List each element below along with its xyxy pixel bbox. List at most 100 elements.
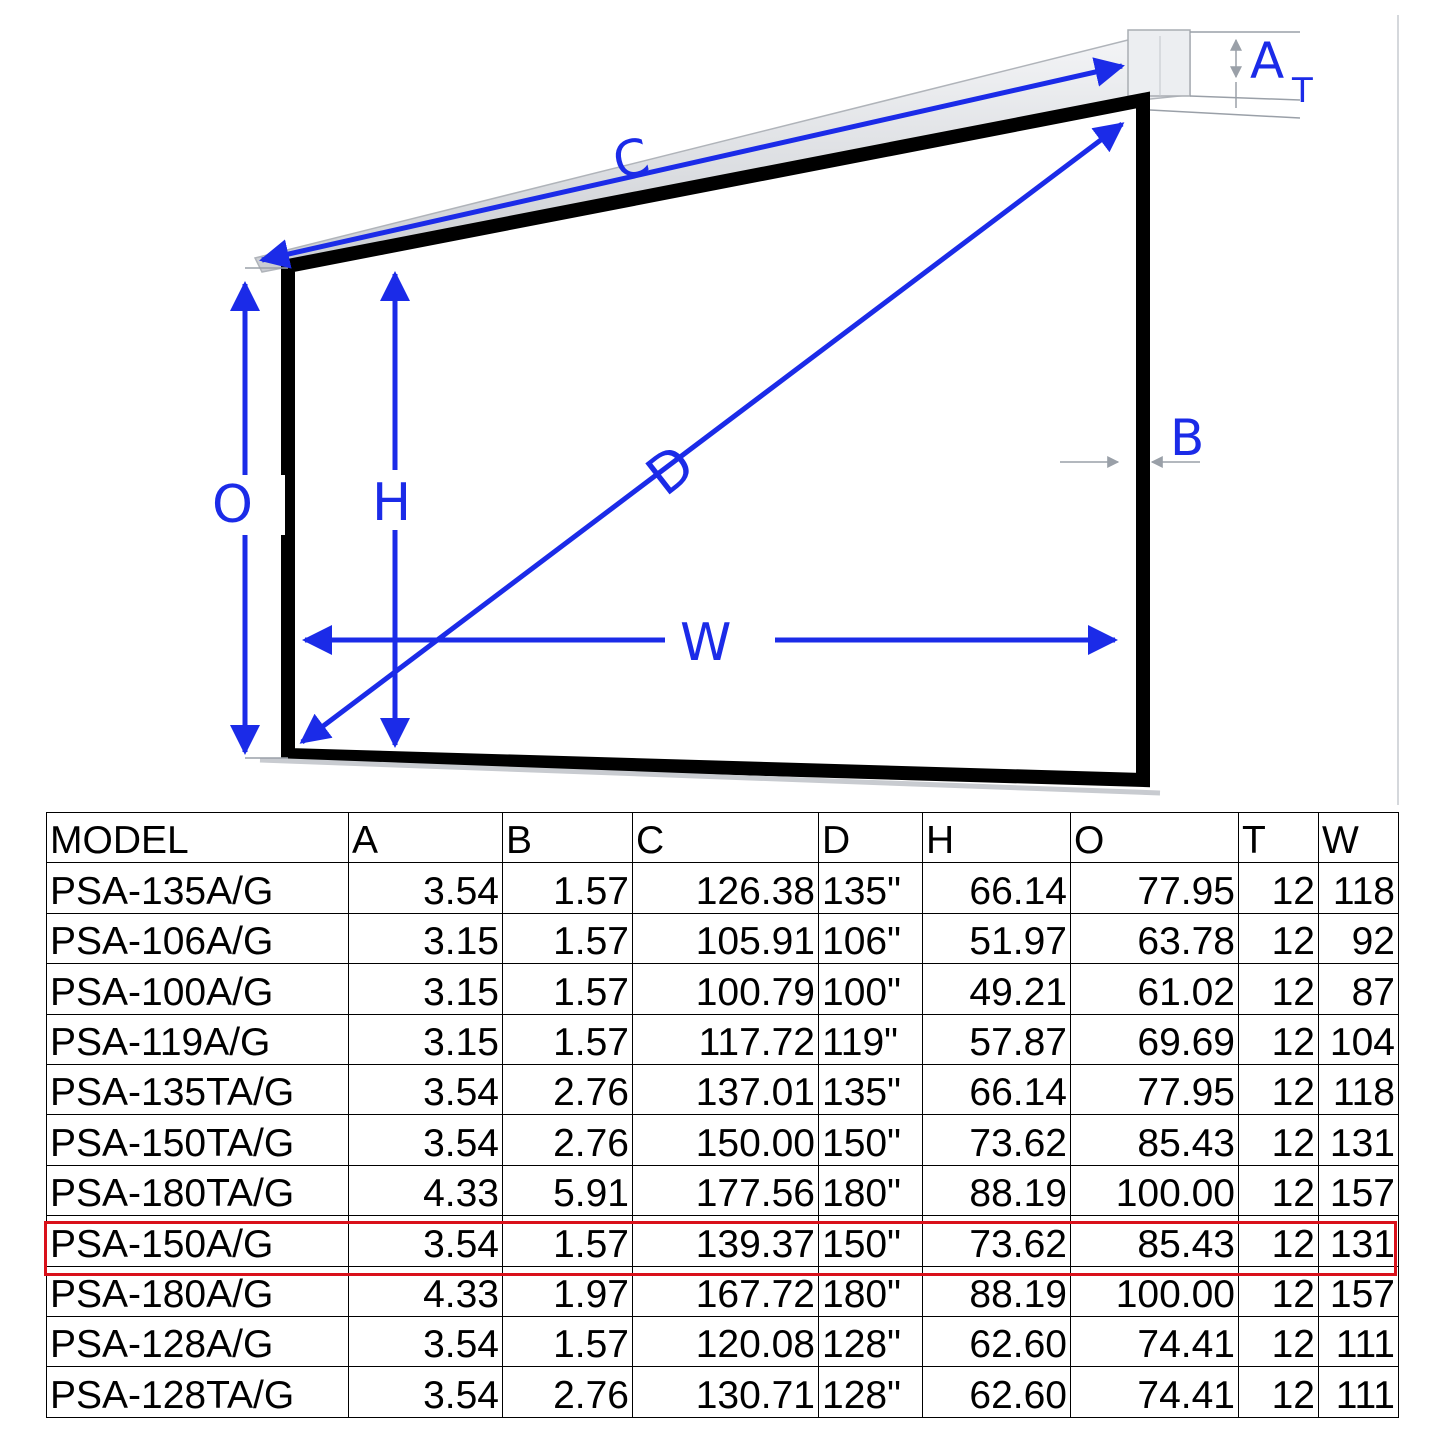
table-cell: 1.57 [502, 1315, 633, 1368]
table-cell: 12 [1238, 1265, 1319, 1317]
table-cell: 118 [1318, 862, 1399, 914]
table-cell: 1.97 [502, 1265, 633, 1317]
table-cell: 150" [818, 1114, 923, 1166]
table-cell: 3.54 [348, 1315, 503, 1368]
table-cell: 63.78 [1070, 912, 1239, 965]
header-d: D [818, 811, 923, 864]
table-cell: 57.87 [922, 1013, 1071, 1065]
label-t: T [1291, 71, 1313, 111]
table-cell: 128" [818, 1315, 923, 1368]
table-cell: PSA-135TA/G [46, 1063, 349, 1116]
label-o: O [212, 475, 253, 535]
table-cell: 12 [1238, 963, 1319, 1015]
table-cell: 12 [1238, 1315, 1319, 1368]
table-cell: 3.54 [348, 1063, 503, 1116]
table-cell: 135" [818, 862, 923, 914]
table-cell: 3.54 [348, 1114, 503, 1166]
table-cell: 100.00 [1070, 1265, 1239, 1317]
table-cell: 126.38 [632, 862, 819, 914]
table-cell: PSA-180TA/G [46, 1164, 349, 1217]
table-cell: 157 [1318, 1164, 1399, 1217]
table-cell: 119" [818, 1013, 923, 1065]
table-cell: 2.76 [502, 1063, 633, 1116]
header-model: MODEL [46, 811, 349, 864]
table-cell: 1.57 [502, 963, 633, 1015]
table-cell: 74.41 [1070, 1315, 1239, 1368]
table-cell: 104 [1318, 1013, 1399, 1065]
table-cell: PSA-100A/G [46, 963, 349, 1015]
table-cell: 77.95 [1070, 862, 1239, 914]
table-cell: 137.01 [632, 1063, 819, 1116]
header-w: W [1318, 811, 1399, 864]
label-a: A [1250, 32, 1284, 90]
table-cell: PSA-128A/G [46, 1315, 349, 1368]
projector-screen-diagram: A T C D B O H W [212, 15, 1399, 805]
table-header-row: MODEL A B C D H O T W [46, 811, 1399, 864]
table-cell: 12 [1238, 1114, 1319, 1166]
table-cell: 4.33 [348, 1164, 503, 1217]
table-cell: 73.62 [922, 1215, 1071, 1267]
header-t: T [1238, 811, 1319, 864]
table-cell: 139.37 [632, 1215, 819, 1267]
table-cell: 1.57 [502, 1215, 633, 1267]
table-cell: 12 [1238, 912, 1319, 965]
table-cell: 131 [1318, 1215, 1399, 1267]
table-cell: 150" [818, 1215, 923, 1267]
table-cell: 49.21 [922, 963, 1071, 1015]
table-cell: 3.15 [348, 912, 503, 965]
table-cell: 69.69 [1070, 1013, 1239, 1065]
table-cell: 4.33 [348, 1265, 503, 1317]
table-cell: 117.72 [632, 1013, 819, 1065]
table-cell: 150.00 [632, 1114, 819, 1166]
table-cell: 12 [1238, 1164, 1319, 1217]
bottom-bar [259, 757, 1161, 796]
table-cell: 62.60 [922, 1315, 1071, 1368]
table-cell: 1.57 [502, 912, 633, 965]
table-cell: 120.08 [632, 1315, 819, 1368]
table-cell: 3.15 [348, 963, 503, 1015]
table-cell: 118 [1318, 1063, 1399, 1116]
table-cell: 100" [818, 963, 923, 1015]
table-cell: 51.97 [922, 912, 1071, 965]
header-b: B [502, 811, 633, 864]
table-cell: 66.14 [922, 1063, 1071, 1116]
table-cell: 85.43 [1070, 1215, 1239, 1267]
table-cell: PSA-119A/G [46, 1013, 349, 1065]
header-h: H [922, 811, 1071, 864]
table-cell: PSA-180A/G [46, 1265, 349, 1317]
table-cell: 88.19 [922, 1164, 1071, 1217]
header-a: A [348, 811, 503, 864]
table-cell: 111 [1318, 1366, 1399, 1418]
table-cell: 131 [1318, 1114, 1399, 1166]
table-cell: 3.15 [348, 1013, 503, 1065]
table-cell: 12 [1238, 1366, 1319, 1418]
table-cell: 106" [818, 912, 923, 965]
table-cell: 128" [818, 1366, 923, 1418]
table-cell: 12 [1238, 862, 1319, 914]
table-cell: 105.91 [632, 912, 819, 965]
table-cell: 2.76 [502, 1366, 633, 1418]
header-o: O [1070, 811, 1239, 864]
table-cell: 111 [1318, 1315, 1399, 1368]
table-cell: 85.43 [1070, 1114, 1239, 1166]
table-cell: 92 [1318, 912, 1399, 965]
table-cell: 180" [818, 1265, 923, 1317]
table-cell: 167.72 [632, 1265, 819, 1317]
table-cell: 12 [1238, 1063, 1319, 1116]
table-cell: 77.95 [1070, 1063, 1239, 1116]
table-cell: PSA-150A/G [46, 1215, 349, 1267]
table-cell: PSA-150TA/G [46, 1114, 349, 1166]
table-cell: 130.71 [632, 1366, 819, 1418]
header-c: C [632, 811, 819, 864]
table-cell: PSA-128TA/G [46, 1366, 349, 1418]
table-cell: 2.76 [502, 1114, 633, 1166]
